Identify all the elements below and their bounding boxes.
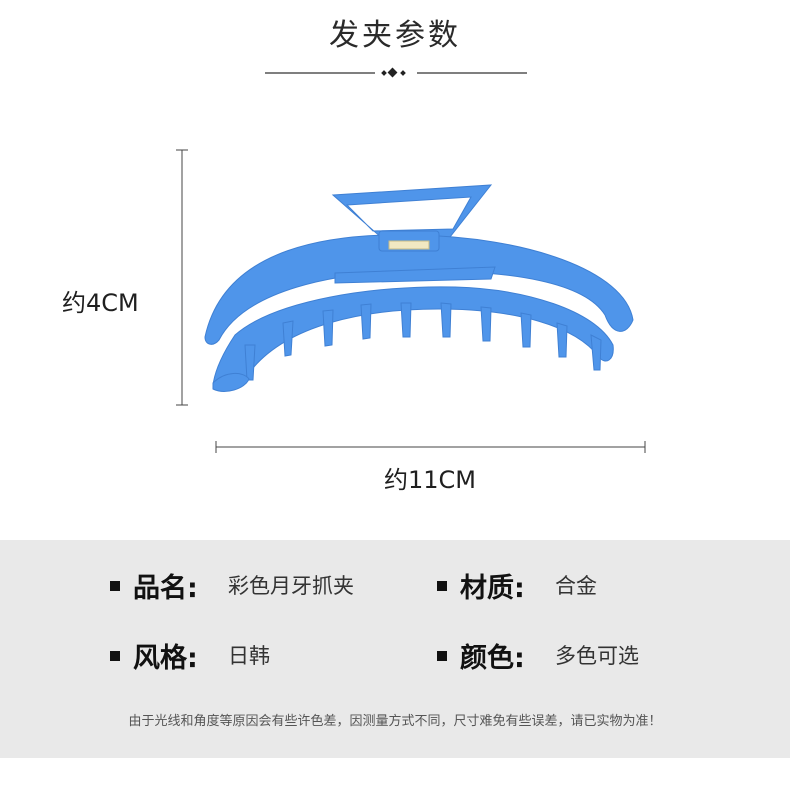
page-title: 发夹参数 — [329, 18, 461, 53]
spec-key: 风格: — [133, 643, 198, 674]
spec-key: 品名: — [133, 573, 198, 604]
spec-value: 彩色月牙抓夹 — [228, 574, 354, 598]
bullet-icon — [110, 580, 120, 591]
bullet-icon — [110, 650, 120, 661]
bullet-icon — [437, 580, 447, 591]
bullet-icon — [437, 650, 447, 661]
spec-color: 颜色: 多色可选 — [437, 636, 639, 675]
spec-key: 材质: — [460, 573, 525, 604]
disclaimer-note: 由于光线和角度等原因会有些许色差，因测量方式不同，尺寸难免有些误差，请已实物为准… — [128, 714, 662, 729]
spec-name: 品名: 彩色月牙抓夹 — [110, 566, 354, 605]
title-divider — [265, 67, 527, 78]
spec-material: 材质: 合金 — [437, 566, 597, 605]
spec-key: 颜色: — [460, 643, 525, 674]
spec-value: 日韩 — [228, 644, 270, 668]
width-label: 约11CM — [383, 466, 476, 494]
spec-value: 多色可选 — [555, 644, 639, 668]
height-dimension-line — [176, 149, 188, 406]
spec-panel: 品名: 彩色月牙抓夹 材质: 合金 风格: 日韩 颜色: 多色可选 由于光线和角… — [0, 540, 790, 758]
spec-value: 合金 — [555, 574, 597, 598]
width-dimension-line — [215, 441, 646, 453]
height-label: 约4CM — [62, 289, 139, 317]
spec-style: 风格: 日韩 — [110, 636, 270, 675]
hair-claw-image — [204, 184, 634, 392]
